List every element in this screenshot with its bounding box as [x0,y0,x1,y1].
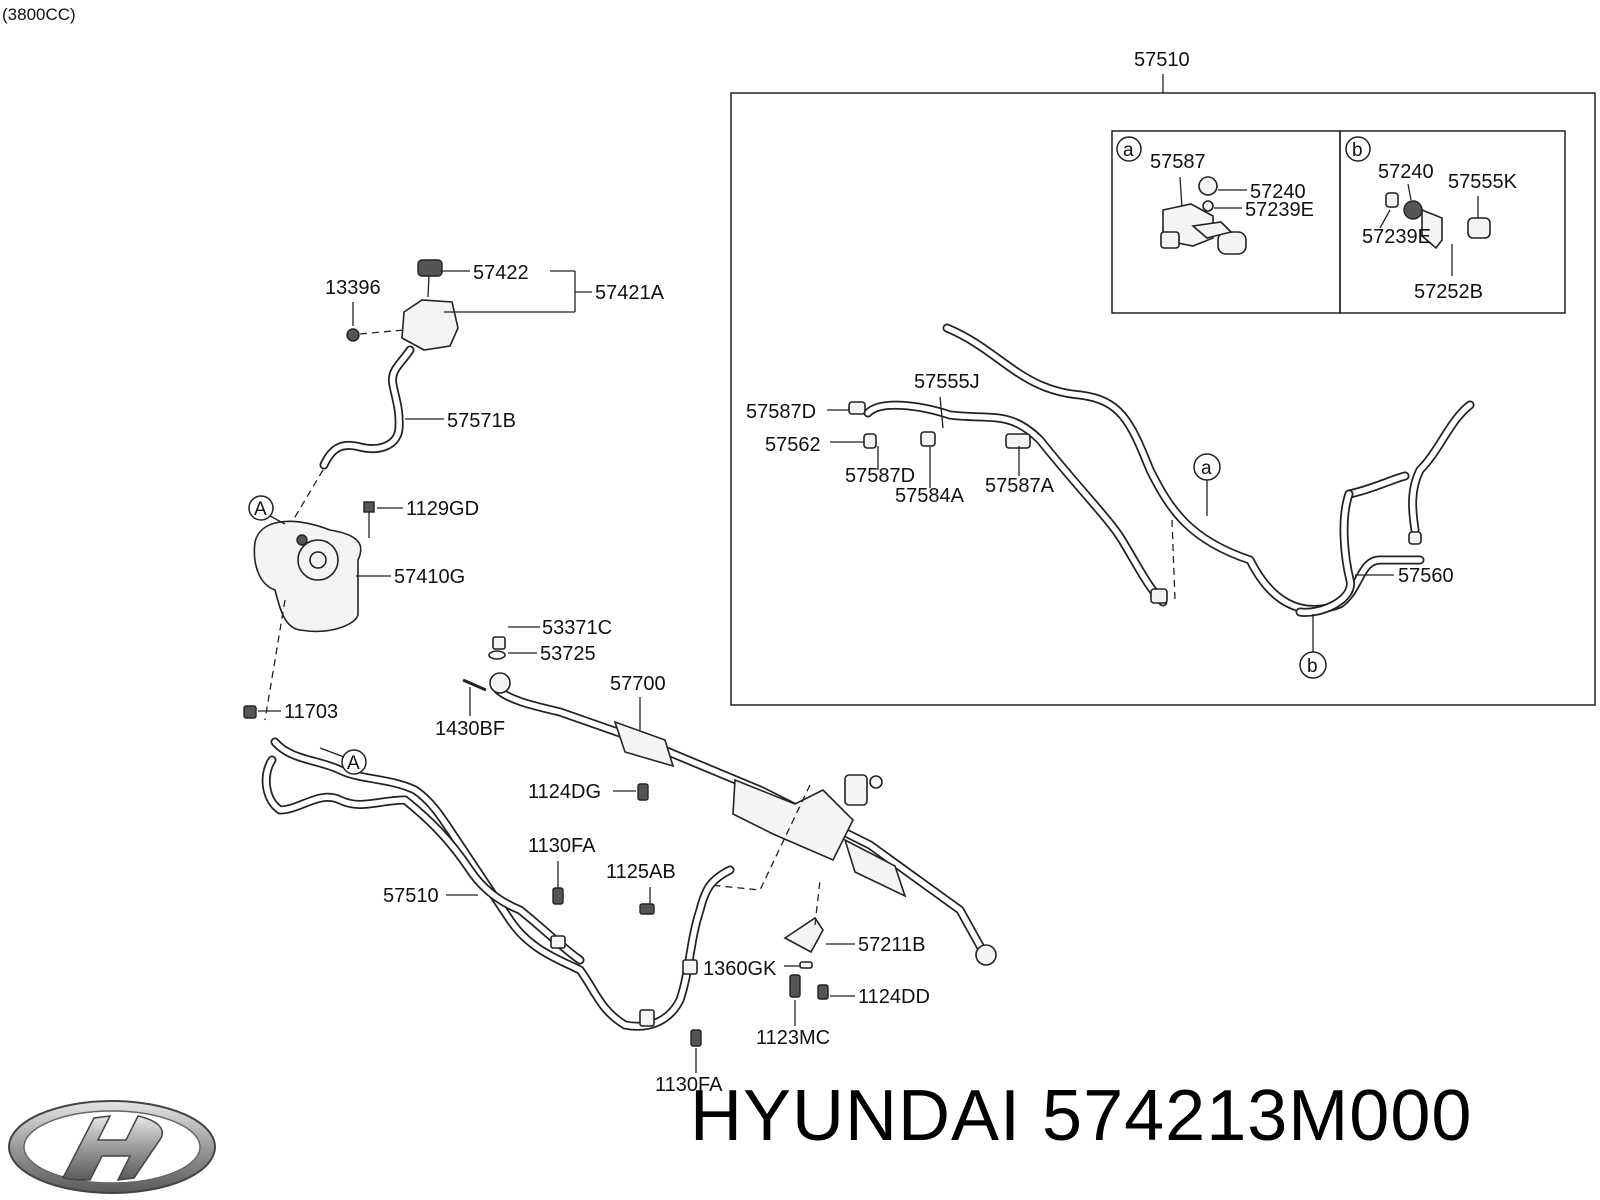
label-11703: 11703 [284,701,338,723]
label-57587D-1: 57587D [746,401,816,423]
label-57252B: 57252B [1414,281,1483,303]
label-57240-b: 57240 [1378,161,1434,183]
label-57560: 57560 [1398,565,1454,587]
label-53725: 53725 [540,643,596,665]
detail-frame [730,92,1596,706]
label-1129GD: 1129GD [406,498,479,520]
label-1124DG: 1124DG [528,781,601,803]
label-13396: 13396 [325,277,381,299]
detail-A-marker-bottom [341,749,367,775]
label-57555K: 57555K [1448,171,1518,193]
label-1130FA-2: 1130FA [655,1074,723,1096]
pipe-marker-a-letter: a [1201,458,1212,479]
clamp-assembly-b [1385,192,1491,250]
label-57239E-b: 57239E [1362,226,1431,248]
label-57700: 57700 [610,673,666,695]
detail-A-letter-top: A [254,499,267,520]
label-1124DD: 1124DD [858,986,930,1008]
engine-label: (3800CC) [2,5,76,24]
label-57510-bottom: 57510 [383,885,439,907]
label-57584A: 57584A [895,485,965,507]
mounting-bracket [690,879,829,1047]
label-57421A: 57421A [595,282,665,304]
detail-a-letter: a [1123,140,1134,161]
label-57240-a: 57240 [1250,181,1306,203]
label-57555J: 57555J [914,371,980,393]
hyundai-logo-icon [8,1100,216,1194]
label-57587A: 57587A [985,475,1055,497]
detail-b-marker [1345,136,1371,162]
label-53371C: 53371C [542,617,612,639]
detail-b-letter: b [1352,140,1363,161]
label-57422: 57422 [473,262,529,284]
detail-box-b [1339,130,1566,314]
label-57410G: 57410G [394,566,465,588]
reservoir-assembly [291,259,459,523]
detail-A-letter-bottom: A [347,753,360,774]
detail-frame-57510: 57510 a b 57587 57240 57239E 57240 57555… [730,49,1596,706]
power-steering-pump [253,501,375,721]
label-1130FA-1: 1130FA [528,835,596,857]
label-57587D-2: 57587D [845,465,915,487]
label-1123MC: 1123MC [756,1027,830,1049]
label-57587: 57587 [1150,151,1206,173]
pressure-line-lower [243,705,735,1031]
label-57239E-a: 57239E [1245,199,1314,221]
clamp-assembly-a [1160,176,1247,255]
detail-A-marker-top [248,495,274,521]
detail-a-marker [1116,136,1142,162]
pipe-marker-b-letter: b [1307,656,1318,677]
label-1360GK: 1360GK [703,958,777,980]
detail-box-a [1111,130,1341,314]
label-57571B: 57571B [447,410,516,432]
label-1430BF: 1430BF [435,718,505,740]
pressure-line-detail [848,323,1475,617]
label-1125AB: 1125AB [606,861,676,883]
label-57211B: 57211B [858,934,925,956]
label-57562: 57562 [765,434,821,456]
brand-part-number: HYUNDAI 574213M000 [690,1076,1473,1156]
label-57510-top: 57510 [1134,49,1190,71]
steering-rack-assembly [488,636,997,966]
